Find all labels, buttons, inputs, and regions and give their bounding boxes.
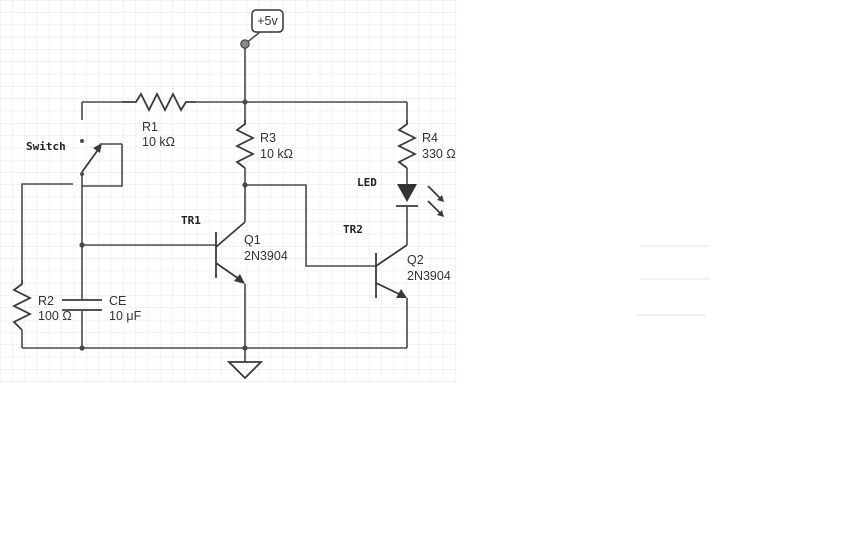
led[interactable]: [396, 184, 444, 217]
ce-value: 10 μF: [109, 309, 142, 323]
transistor-q1[interactable]: [215, 221, 246, 284]
switch[interactable]: [80, 139, 122, 176]
q1-ref: Q1: [244, 233, 261, 247]
wires: [21, 44, 408, 362]
capacitor-ce[interactable]: [62, 298, 102, 319]
r1-value: 10 kΩ: [142, 135, 175, 149]
switch-label: Switch: [26, 140, 66, 153]
supply-label: +5v: [257, 14, 278, 28]
supply-terminal[interactable]: +5v: [240, 9, 284, 49]
r3-ref: R3: [260, 131, 276, 145]
r1-ref: R1: [142, 120, 158, 134]
r2-ref: R2: [38, 294, 54, 308]
resistor-r1[interactable]: [122, 91, 196, 113]
q2-ref: Q2: [407, 253, 424, 267]
resistor-r2[interactable]: [11, 280, 33, 331]
q1-tag: TR1: [181, 214, 201, 227]
q2-tag: TR2: [343, 223, 363, 236]
q2-part: 2N3904: [407, 269, 451, 283]
faint-artifact: [636, 245, 710, 316]
led-label: LED: [357, 176, 377, 189]
transistor-q2[interactable]: [375, 244, 408, 298]
r4-ref: R4: [422, 131, 438, 145]
r3-value: 10 kΩ: [260, 147, 293, 161]
q1-part: 2N3904: [244, 249, 288, 263]
resistor-r3[interactable]: [234, 120, 256, 169]
ce-ref: CE: [109, 294, 126, 308]
ground-symbol: [226, 361, 264, 380]
r4-value: 330 Ω: [422, 147, 456, 161]
junction-dots: [79, 99, 248, 351]
resistor-r4[interactable]: [396, 120, 418, 169]
grid-background: [0, 0, 458, 382]
r2-value: 100 Ω: [38, 309, 72, 323]
